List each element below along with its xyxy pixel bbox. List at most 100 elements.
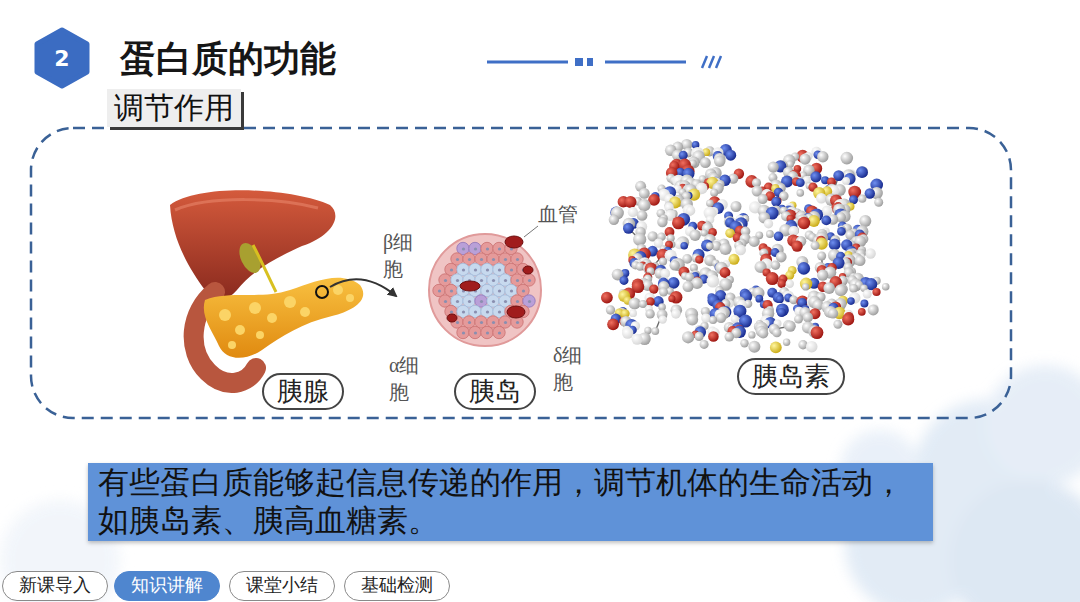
atom-ball (771, 197, 781, 207)
node-text: 有些蛋白质能够起信息传递的作用，调节机体的生命活动，如胰岛素、胰高血糖素。 (98, 465, 904, 538)
cell-nucleus (504, 258, 507, 261)
atom-ball (766, 230, 774, 238)
atom-ball (766, 272, 779, 285)
atom-ball (783, 339, 790, 346)
atom-ball (872, 288, 880, 296)
atom-ball (695, 256, 703, 264)
cell-nucleus (504, 279, 507, 282)
atom-ball (811, 241, 820, 250)
atom-ball (689, 230, 700, 241)
atom-ball (794, 315, 803, 324)
cell-nucleus (504, 300, 507, 303)
organ-label: 胰岛 (454, 373, 536, 410)
atom-ball (735, 245, 746, 256)
cell-nucleus (480, 258, 483, 261)
cell-nucleus (528, 300, 531, 303)
cell-nucleus (516, 258, 519, 261)
atom-ball (680, 242, 688, 250)
vessel-label: 血管 (538, 201, 578, 228)
atom-ball (651, 327, 659, 335)
atom-ball (672, 217, 685, 230)
cell-nucleus (492, 279, 495, 282)
atom-ball (749, 236, 760, 247)
atom-ball (607, 318, 619, 330)
atom-ball (802, 283, 809, 290)
cell-label: β细胞 (383, 229, 427, 283)
cell-nucleus (462, 247, 465, 250)
atom-ball (601, 292, 613, 304)
atom-ball (740, 339, 748, 347)
cell-nucleus (510, 268, 513, 271)
cell-nucleus (456, 258, 459, 261)
section-number: 2 (34, 27, 90, 89)
cell-nucleus (498, 268, 501, 271)
islet-cell (493, 326, 505, 338)
cell-nucleus (474, 247, 477, 250)
cell-nucleus (486, 310, 489, 313)
node-text: 调节作用 (114, 91, 234, 124)
cell-nucleus (438, 289, 441, 292)
atom-ball (636, 262, 644, 270)
atom-ball (606, 305, 615, 314)
cloud-decoration (0, 365, 1080, 602)
atom-ball (700, 340, 709, 349)
blood-vessel (505, 236, 523, 248)
atom-ball (620, 276, 629, 285)
node-text: 知识讲解 (131, 575, 203, 595)
cell-nucleus (486, 331, 489, 334)
atom-ball (797, 189, 805, 197)
atom-ball (628, 207, 638, 217)
atom-ball (629, 298, 641, 310)
atom-ball (771, 261, 780, 270)
atom-ball (817, 151, 828, 162)
node-text: 基础检测 (361, 575, 433, 595)
atom-ball (701, 240, 713, 252)
atom-ball (823, 282, 835, 294)
atom-ball (719, 243, 731, 255)
cell-nucleus (450, 289, 453, 292)
atom-ball (868, 304, 879, 315)
atom-ball (748, 331, 755, 338)
atom-ball (833, 320, 842, 329)
atom-ball (863, 290, 872, 299)
atom-ball (857, 166, 868, 177)
cell-nucleus (498, 289, 501, 292)
cell-nucleus (462, 310, 465, 313)
atom-ball (772, 328, 781, 337)
atom-ball (849, 284, 858, 293)
cell-nucleus (498, 310, 501, 313)
atom-ball (821, 216, 831, 226)
atom-ball (792, 241, 803, 252)
atom-ball (810, 171, 821, 182)
atom-ball (806, 341, 818, 353)
atom-ball (649, 284, 658, 293)
atom-ball (777, 279, 786, 288)
atom-ball (686, 206, 695, 215)
atom-ball (835, 284, 847, 296)
atom-ball (646, 297, 655, 306)
atom-ball (829, 239, 841, 251)
atom-ball (725, 150, 736, 161)
atom-ball (671, 309, 681, 319)
atom-ball (629, 309, 637, 317)
node-text: 胰腺 (277, 377, 329, 406)
atom-ball (816, 193, 827, 204)
cell-nucleus (474, 331, 477, 334)
cell-nucleus (516, 300, 519, 303)
cell-nucleus (486, 289, 489, 292)
atom-ball (609, 215, 619, 225)
cell-nucleus (522, 289, 525, 292)
atom-ball (847, 297, 855, 305)
cell-nucleus (468, 321, 471, 324)
node-text: 2 (54, 46, 69, 71)
cell-nucleus (516, 279, 519, 282)
pancreas-illustration (170, 190, 396, 383)
insulin-molecule (601, 139, 890, 353)
atom-ball (796, 178, 805, 187)
atom-ball (764, 219, 773, 228)
atom-ball (668, 295, 675, 302)
cell-nucleus (468, 300, 471, 303)
cell-nucleus (474, 268, 477, 271)
cell-nucleus (492, 300, 495, 303)
